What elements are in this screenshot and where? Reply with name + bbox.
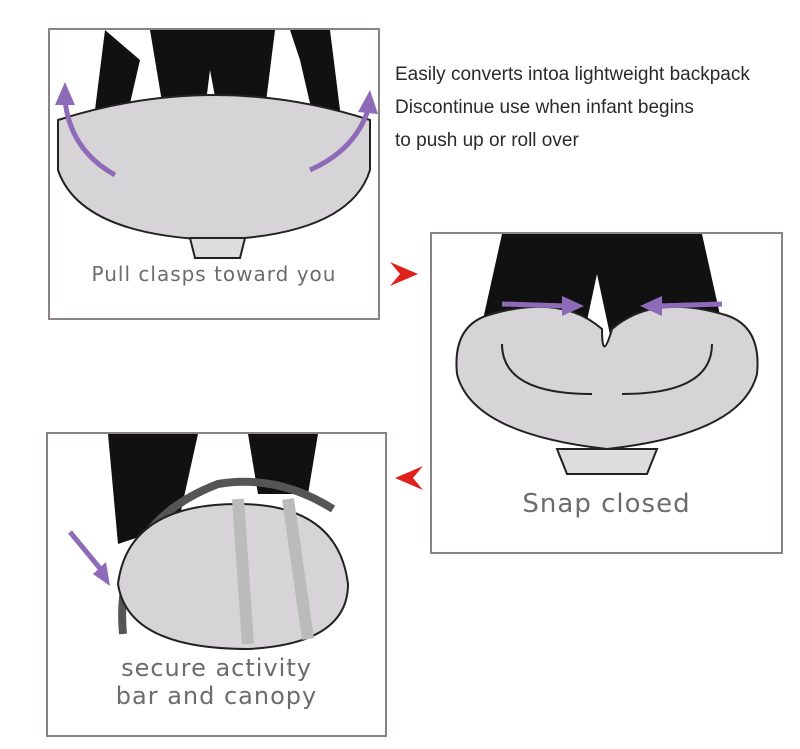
- step-2-caption: Snap closed: [522, 489, 691, 519]
- step-2-panel: Snap closed: [430, 232, 783, 554]
- arrow-head-icon: [93, 562, 110, 586]
- arrow-icon: [62, 99, 117, 178]
- cushion-fold-lines: [501, 343, 713, 395]
- cushion-shape: [57, 94, 371, 242]
- arm-shape: [95, 30, 140, 125]
- arm-shape: [290, 30, 340, 125]
- hand-shape: [128, 489, 158, 534]
- arrow-head-icon: [358, 90, 378, 114]
- step-1-panel: Pull clasps toward you: [48, 28, 380, 320]
- step-3-panel: secure activity bar and canopy: [46, 432, 387, 737]
- arrow-head-icon: [640, 296, 662, 316]
- clasp-shape: [188, 237, 247, 259]
- step-3-caption: secure activity bar and canopy: [48, 654, 385, 710]
- clasp-shape: [555, 448, 659, 475]
- snap-closed-illustration: [455, 234, 759, 475]
- arrow-icon: [68, 530, 105, 574]
- caption-line: bar and canopy: [115, 682, 318, 710]
- secure-bar-illustration: [68, 434, 350, 651]
- note-line: Discontinue use when infant begins: [395, 97, 694, 118]
- instruction-notes: Easily converts intoa lightweight backpa…: [395, 58, 750, 157]
- caption-line: secure activity: [121, 654, 312, 682]
- cushion-shape: [116, 502, 350, 651]
- cushion-shape: [455, 305, 759, 451]
- note-line: to push up or roll over: [395, 130, 579, 151]
- note-line: Easily converts intoa lightweight backpa…: [395, 64, 750, 85]
- arrow-icon: [308, 109, 371, 173]
- arrow-icon: [501, 301, 568, 309]
- chevron-left-icon: [395, 466, 423, 490]
- chevron-right-icon: [390, 262, 418, 286]
- arrow-head-icon: [55, 82, 75, 105]
- arrow-icon: [656, 301, 723, 309]
- pull-clasps-illustration: [55, 30, 378, 259]
- arrow-head-icon: [562, 296, 584, 316]
- strap-shape: [232, 498, 314, 645]
- step-1-caption: Pull clasps toward you: [91, 262, 337, 286]
